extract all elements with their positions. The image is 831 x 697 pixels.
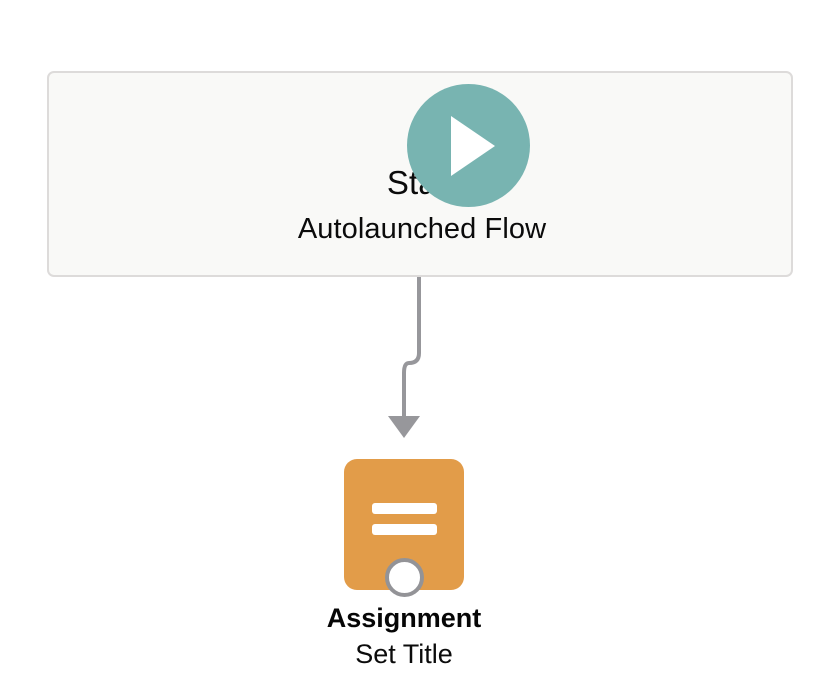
connector-line xyxy=(402,277,421,416)
play-triangle-glyph xyxy=(451,116,495,176)
assignment-icon[interactable] xyxy=(300,455,508,597)
connector-arrowhead-icon xyxy=(388,416,420,438)
assignment-icon-bar-bottom xyxy=(372,524,437,535)
play-icon[interactable] xyxy=(407,84,530,207)
node-connector-handle-icon[interactable] xyxy=(385,558,424,597)
flow-node-start[interactable]: Start Autolaunched Flow xyxy=(47,71,793,277)
assignment-icon-square xyxy=(344,459,464,590)
flow-node-assignment[interactable]: Assignment Set Title xyxy=(300,455,508,685)
start-node-subtitle: Autolaunched Flow xyxy=(297,213,547,245)
assignment-node-subtitle: Set Title xyxy=(355,639,453,669)
assignment-icon-bar-top xyxy=(372,503,437,514)
assignment-node-title: Assignment xyxy=(326,603,482,633)
connector-start-to-assignment[interactable] xyxy=(370,277,450,442)
